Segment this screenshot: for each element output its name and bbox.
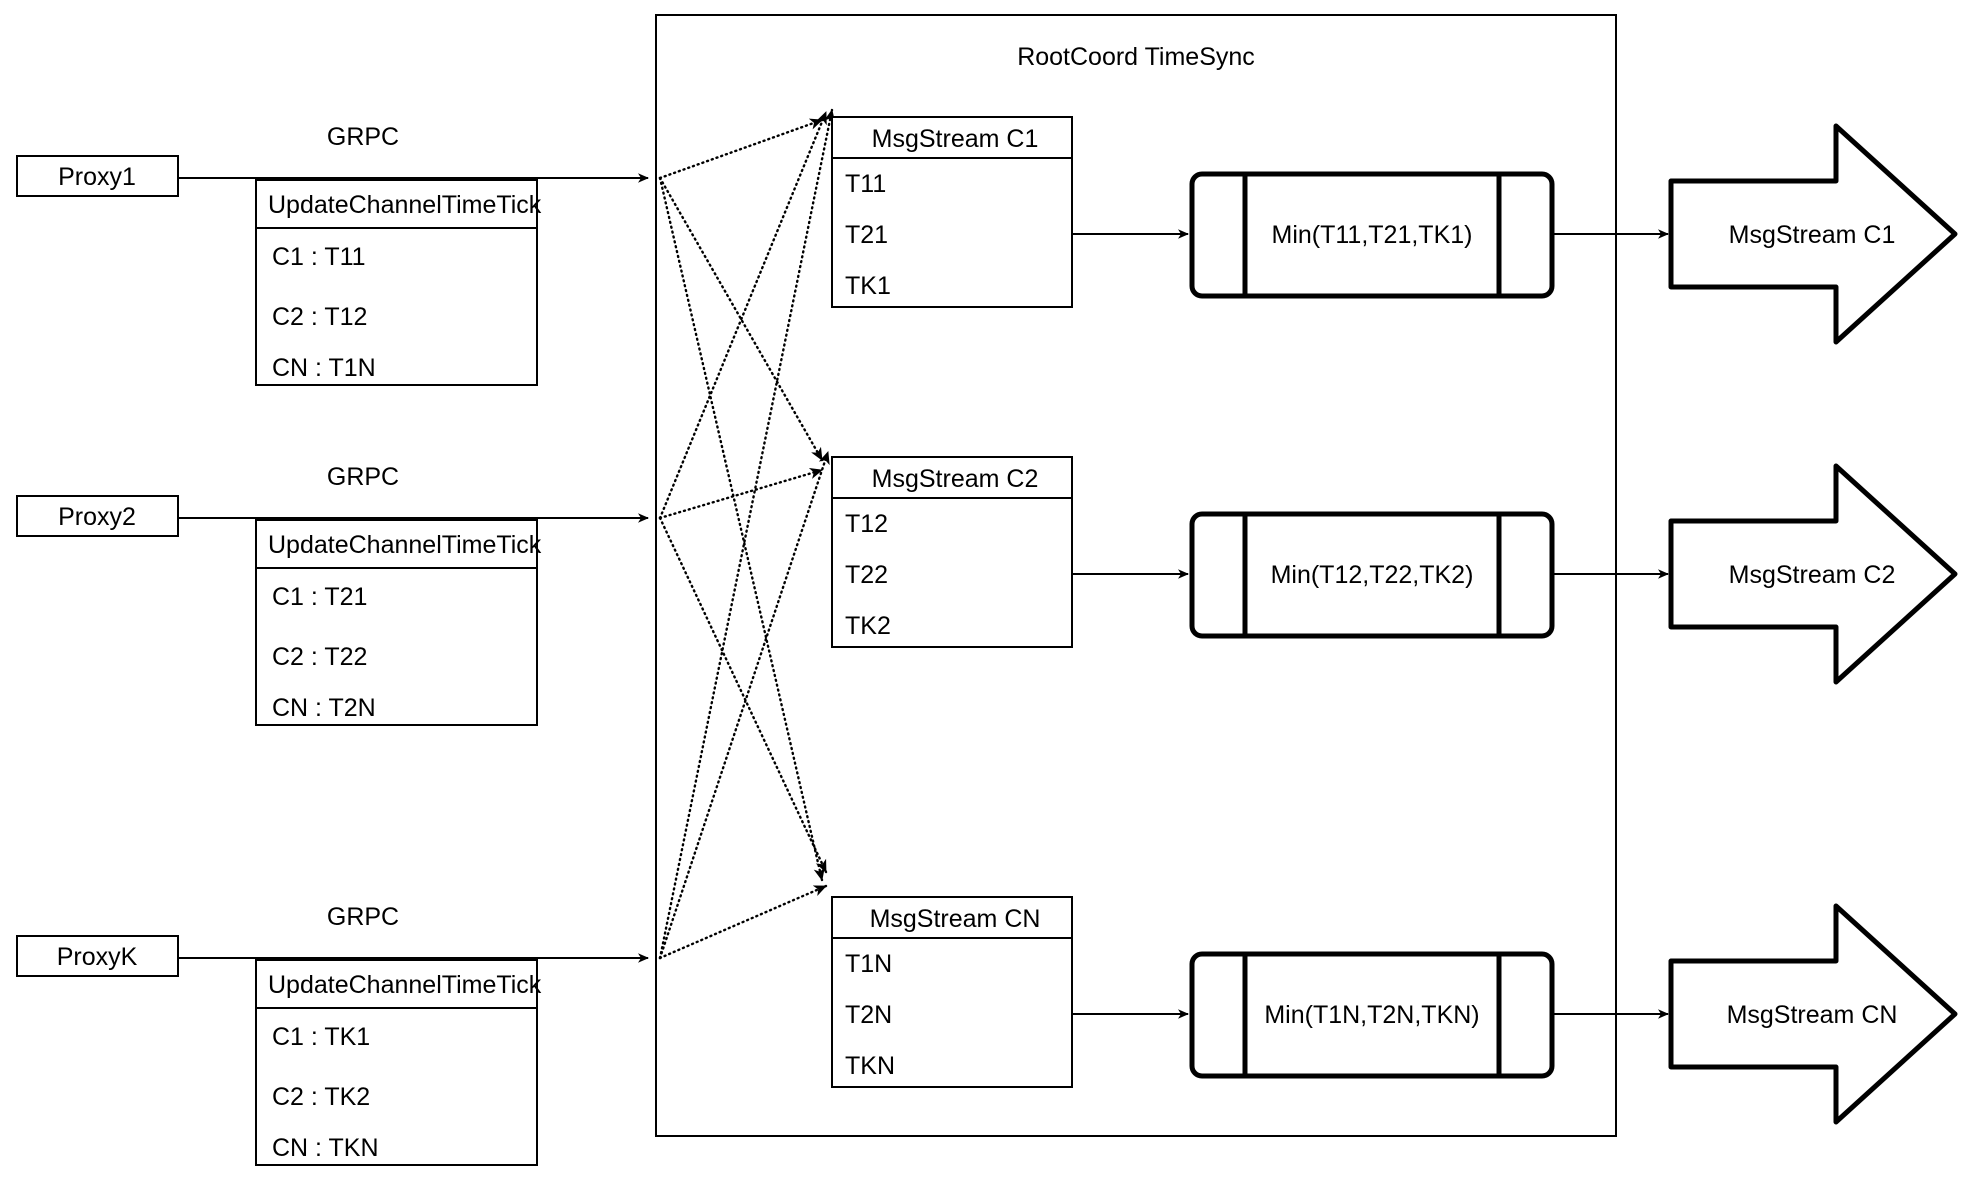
msgstream-row-2-0: T12 [845,510,888,538]
dotted-pk-c2 [658,450,830,960]
rpc-box-2 [255,519,538,726]
msgstream-header-3: MsgStream CN [870,905,1041,933]
rpc-header-3: UpdateChannelTimeTick [268,971,542,999]
msgstream-row-1-0: T11 [845,170,886,198]
output-label-1: MsgStream C1 [1729,221,1896,249]
proxy-box-2 [16,495,179,537]
dotted-p1-c2 [658,176,824,462]
dotted-p2-cn [658,516,828,874]
min-process-1 [1189,171,1555,299]
msgstream-row-3-0: T1N [845,950,892,978]
rpc-row-1-0: C1 : T11 [272,243,366,271]
grpc-link-label-3: GRPC [327,903,399,931]
proxy-box-3 [16,935,179,977]
rpc-row-1-2: CN : T1N [272,354,376,382]
rpc-box-1 [255,179,538,386]
rpc-box-3 [255,959,538,1166]
msgstream-row-1-1: T21 [845,221,888,249]
rootcoord-container-label: RootCoord TimeSync [1017,43,1255,71]
dotted-p2-c1 [658,110,828,520]
proxy-box-1 [16,155,179,197]
rpc-row-2-0: C1 : T21 [272,583,367,611]
rpc-header-1: UpdateChannelTimeTick [268,191,542,219]
dotted-p1-c1 [658,118,824,180]
output-label-3: MsgStream CN [1727,1001,1898,1029]
output-block-arrow-3 [1668,903,1958,1125]
min-process-2 [1189,511,1555,639]
rpc-row-3-0: C1 : TK1 [272,1023,370,1051]
msgstream-box-1 [831,116,1073,308]
rpc-row-2-2: CN : T2N [272,694,376,722]
grpc-link-label-1: GRPC [327,123,399,151]
grpc-link-label-2: GRPC [327,463,399,491]
msgstream-header-2: MsgStream C2 [872,465,1039,493]
output-block-arrow-1 [1668,123,1958,345]
msgstream-row-3-1: T2N [845,1001,892,1029]
msgstream-header-1: MsgStream C1 [872,125,1039,153]
msgstream-row-1-2: TK1 [845,272,891,300]
proxy-label-3[interactable]: ProxyK [57,943,138,971]
proxy-label-1[interactable]: Proxy1 [58,163,136,191]
min-process-label-1: Min(T11,T21,TK1) [1272,221,1473,249]
output-label-2: MsgStream C2 [1729,561,1896,589]
dotted-p2-c2 [658,467,824,520]
rpc-row-3-1: C2 : TK2 [272,1083,370,1111]
rpc-row-1-1: C2 : T12 [272,303,367,331]
proxy-label-2[interactable]: Proxy2 [58,503,136,531]
min-process-label-2: Min(T12,T22,TK2) [1271,561,1474,589]
msgstream-box-3 [831,896,1073,1088]
min-process-3 [1189,951,1555,1079]
msgstream-row-2-1: T22 [845,561,888,589]
output-block-arrow-2 [1668,463,1958,685]
dotted-pk-cn [658,884,828,960]
rpc-row-3-2: CN : TKN [272,1134,379,1162]
min-process-label-3: Min(T1N,T2N,TKN) [1264,1001,1479,1029]
rpc-header-2: UpdateChannelTimeTick [268,531,542,559]
msgstream-box-2 [831,456,1073,648]
dotted-p1-cn [658,176,825,882]
msgstream-row-3-2: TKN [845,1052,895,1080]
rpc-row-2-1: C2 : T22 [272,643,367,671]
dotted-pk-c1 [658,108,836,960]
msgstream-row-2-2: TK2 [845,612,891,640]
